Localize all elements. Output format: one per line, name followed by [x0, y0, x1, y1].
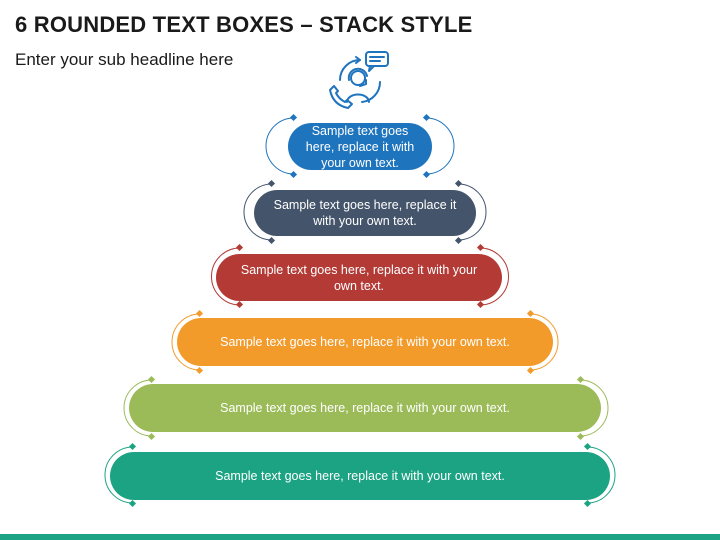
text-box-2: Sample text goes here, replace it with y…: [254, 190, 476, 236]
footer-bar: [0, 534, 720, 540]
text-box-3: Sample text goes here, replace it with y…: [216, 254, 502, 301]
text-box-6: Sample text goes here, replace it with y…: [110, 452, 610, 500]
customer-support-icon: [329, 51, 389, 109]
text-box-1: Sample text goes here, replace it with y…: [288, 123, 432, 170]
page-subtitle: Enter your sub headline here: [15, 50, 234, 69]
text-box-5: Sample text goes here, replace it with y…: [129, 384, 601, 432]
page-title: 6 ROUNDED TEXT BOXES – STACK STYLE: [15, 12, 473, 37]
text-box-4: Sample text goes here, replace it with y…: [177, 318, 553, 366]
